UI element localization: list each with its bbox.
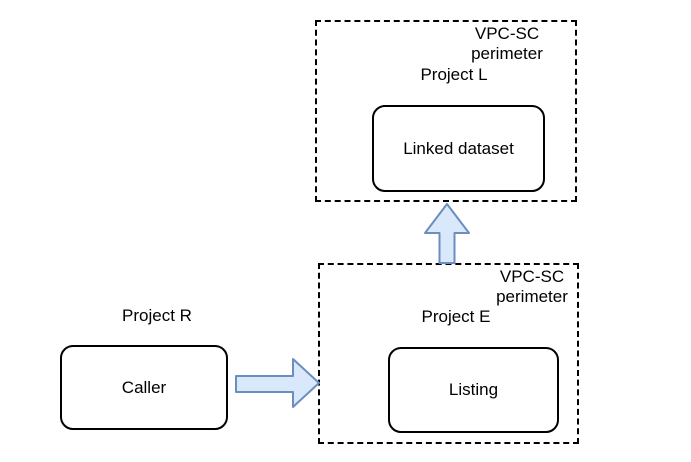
node-caller-label: Caller: [121, 377, 167, 397]
project-e-label: Project E: [421, 307, 491, 326]
vpc-sc-perimeter-project-l: VPC-SC perimeter Project L Linked datase…: [315, 20, 577, 202]
project-r-label: Project R: [122, 306, 192, 325]
arrow-right-icon: [235, 358, 320, 408]
project-l-label: Project L: [420, 65, 488, 84]
node-linked-dataset: Linked dataset: [372, 105, 545, 192]
perimeter-label-bottom: VPC-SC perimeter: [496, 267, 568, 306]
node-caller: Caller: [60, 345, 228, 430]
node-listing: Listing: [388, 347, 559, 433]
arrow-up-icon: [424, 203, 470, 264]
vpc-sc-perimeter-project-e: VPC-SC perimeter Project E Listing: [318, 263, 579, 444]
perimeter-label-top: VPC-SC perimeter: [471, 24, 543, 63]
node-listing-label: Listing: [448, 380, 499, 399]
node-linked-dataset-label: Linked dataset: [403, 138, 514, 158]
